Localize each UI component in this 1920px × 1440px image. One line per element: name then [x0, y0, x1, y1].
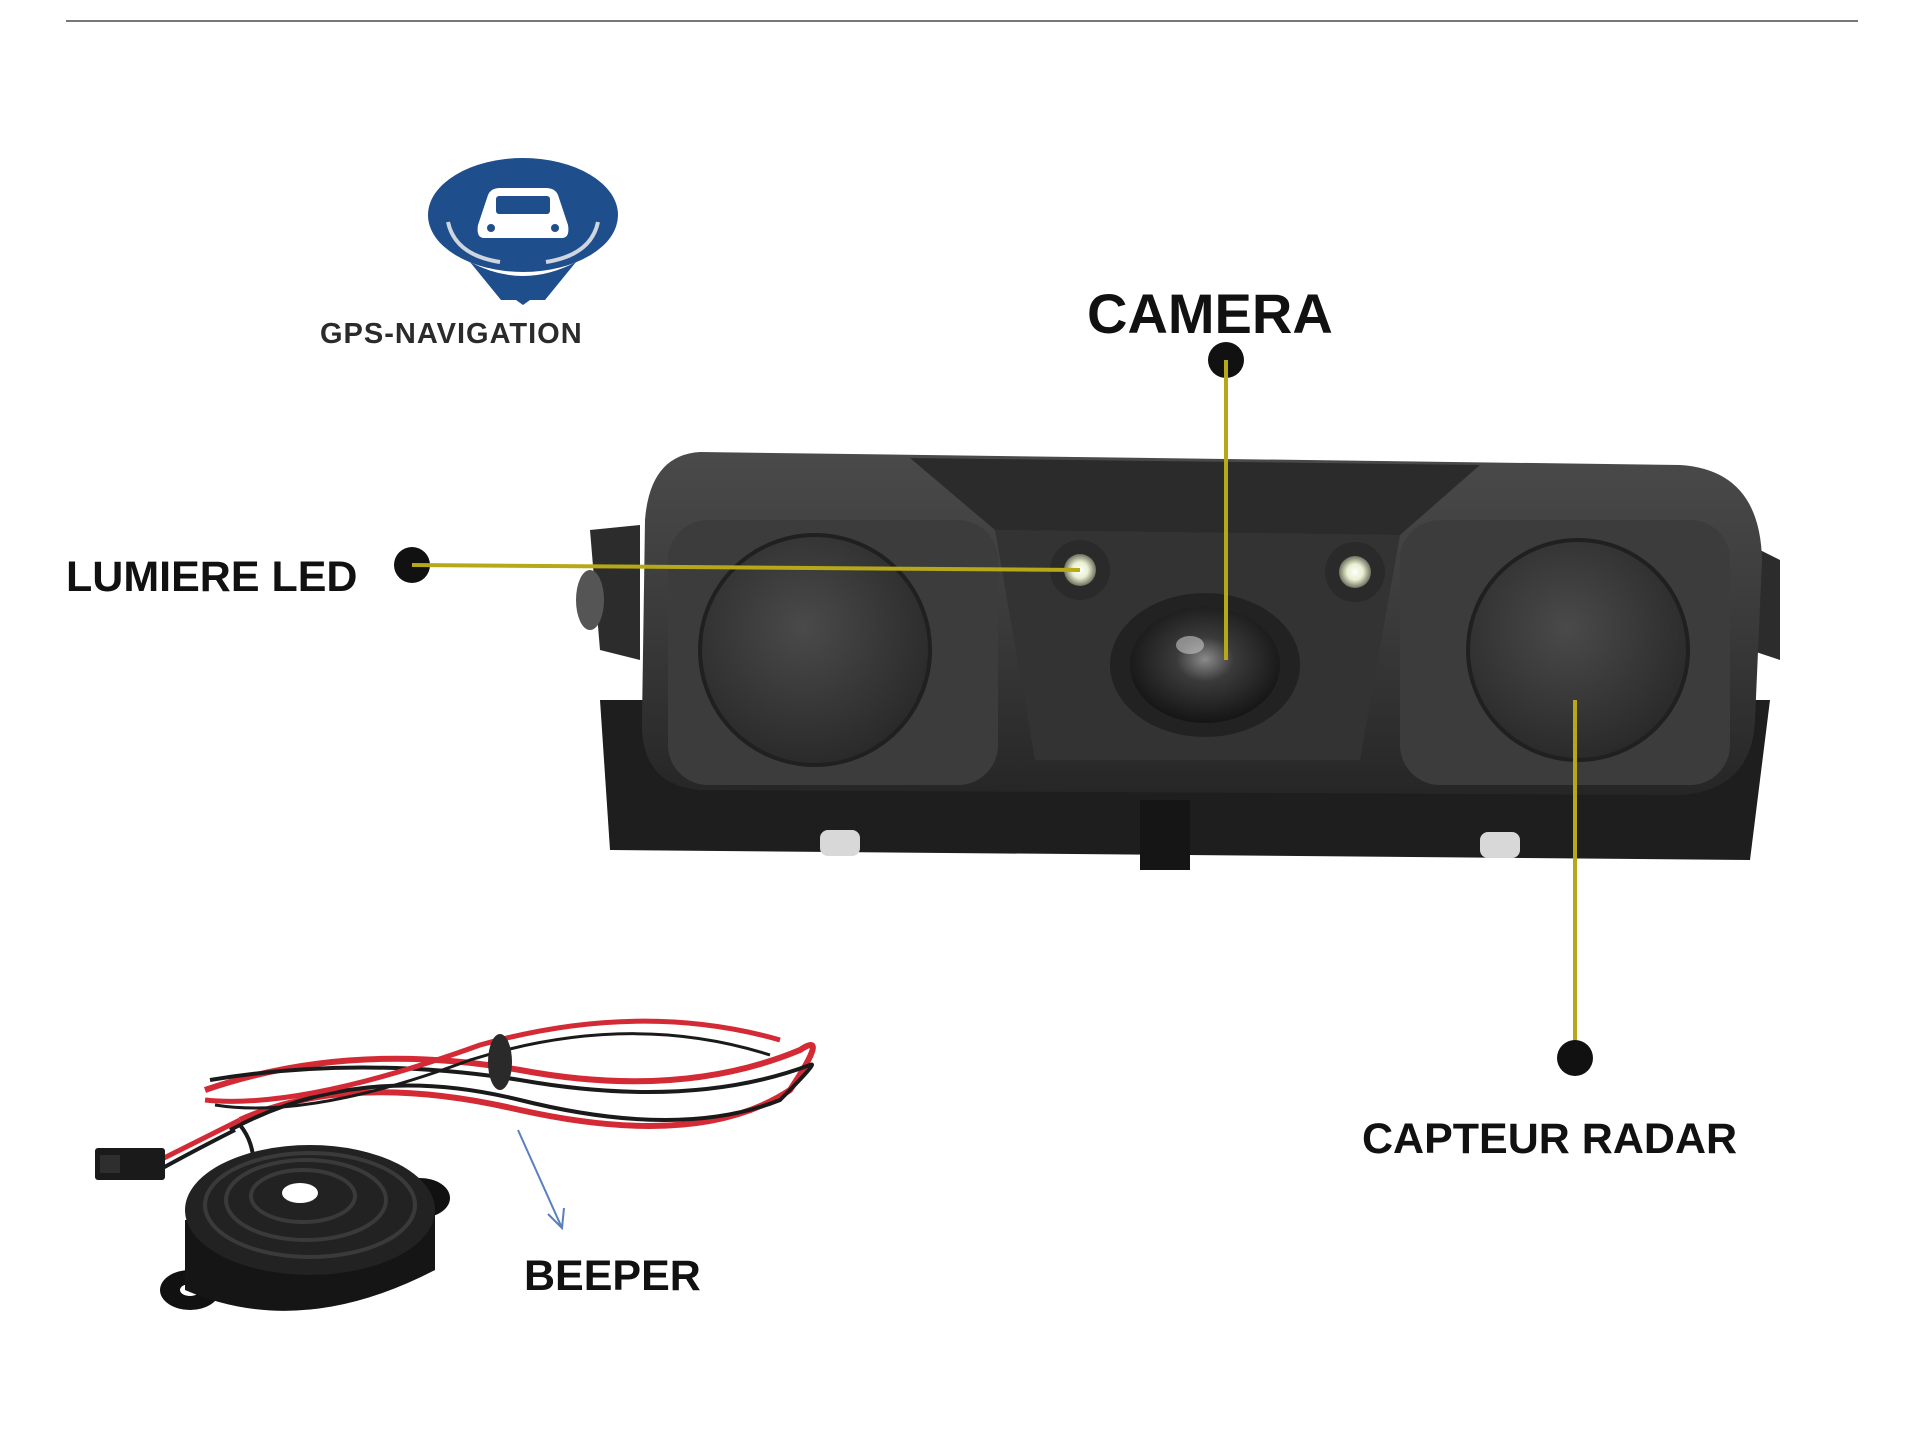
gps-navigation-logo	[428, 158, 618, 305]
camera-unit	[576, 452, 1780, 870]
radar-callout-dot	[1557, 1040, 1593, 1076]
logo-text: GPS-NAVIGATION	[320, 318, 583, 350]
beeper-arrow	[517, 1129, 563, 1229]
beeper-assembly	[95, 1018, 816, 1311]
radar-label: CAPTEUR RADAR	[1362, 1115, 1738, 1163]
leader-lines	[394, 342, 1593, 1076]
led-label: LUMIERE LED	[66, 553, 358, 601]
beeper-label: BEEPER	[524, 1252, 701, 1300]
camera-label: CAMERA	[1087, 282, 1333, 345]
